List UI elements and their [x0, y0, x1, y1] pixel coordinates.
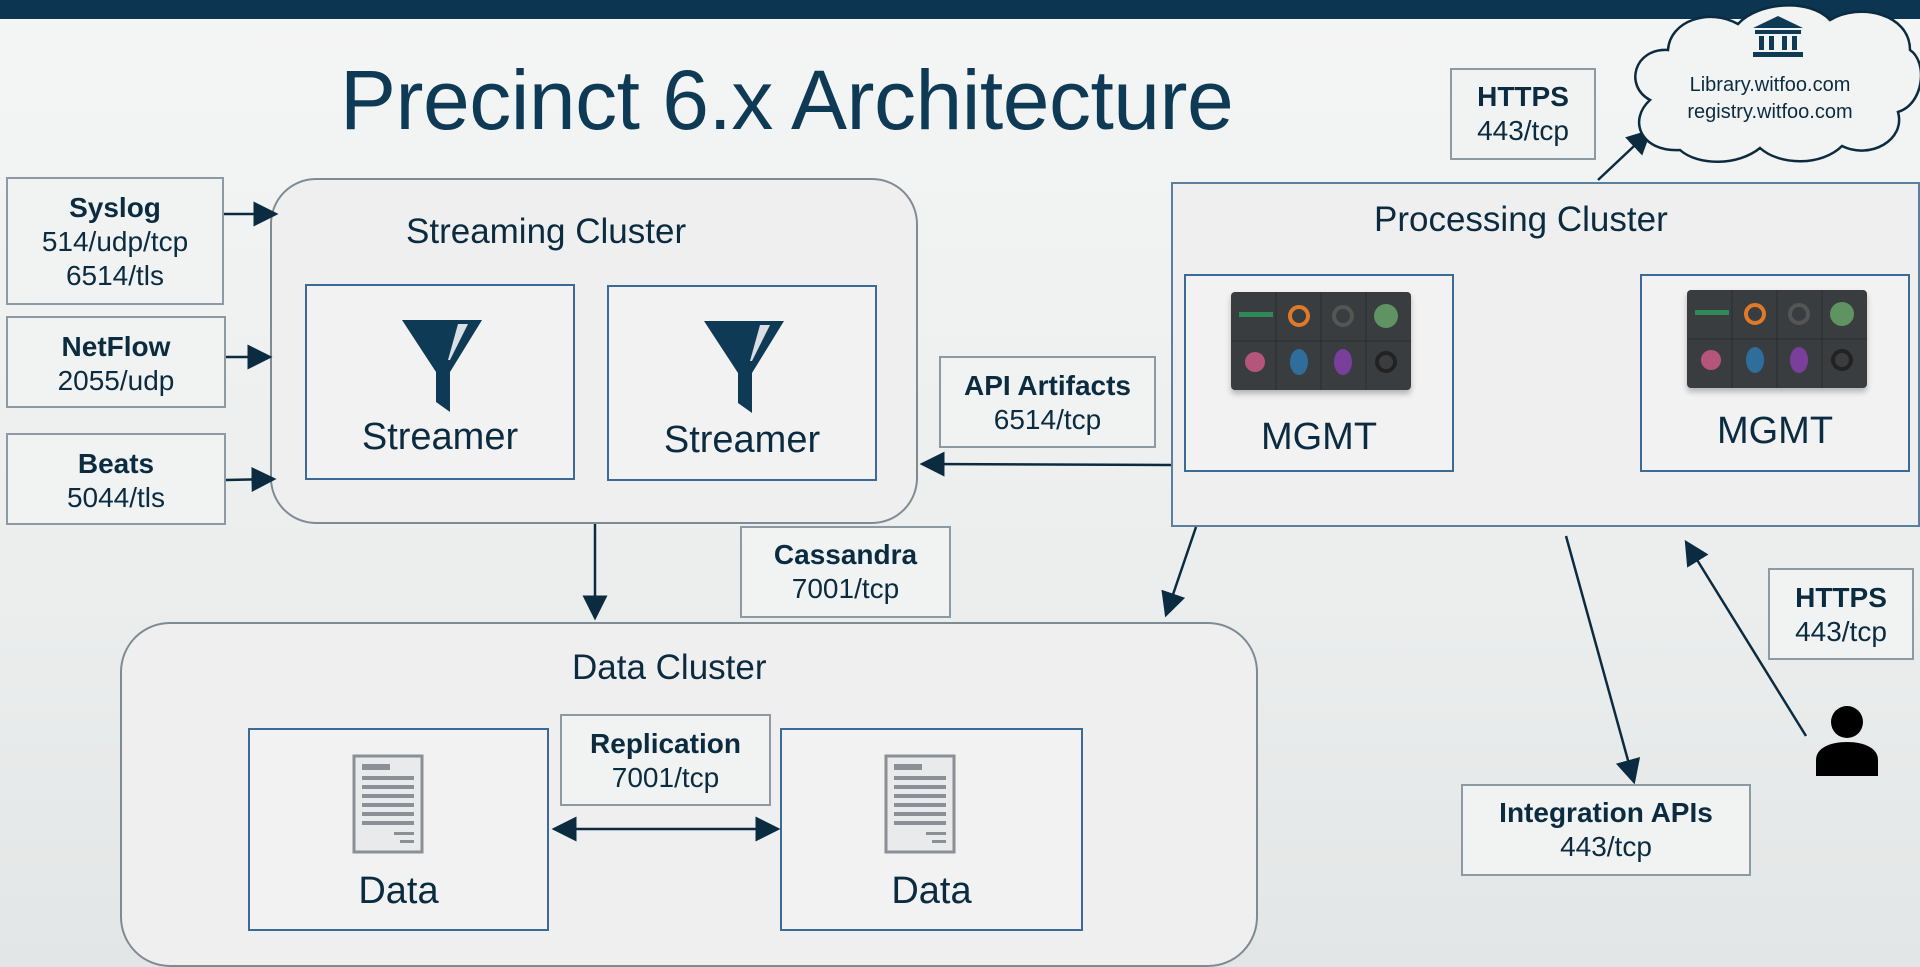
https-top-label: HTTPS 443/tcp — [1450, 68, 1596, 160]
user-to-processing-arrow — [1684, 539, 1808, 737]
processing-to-cloud-arrow — [1597, 129, 1652, 181]
mgmt-label: MGMT — [1260, 416, 1378, 458]
streamer-node-2: Streamer — [607, 285, 877, 481]
beats-arrow — [225, 466, 277, 492]
processing-to-data-arrow — [1161, 526, 1198, 618]
netflow-label: NetFlow 2055/udp — [6, 316, 226, 408]
api-artifacts-arrow — [919, 451, 1172, 477]
funnel-icon — [402, 320, 482, 412]
cassandra-label: Cassandra 7001/tcp — [740, 526, 951, 618]
beats-label: Beats 5044/tls — [6, 433, 226, 525]
mgmt-node-2: MGMT — [1640, 274, 1910, 472]
mgmt-label: MGMT — [1716, 410, 1834, 452]
streamer-node-1: Streamer — [305, 284, 575, 480]
data-label: Data — [358, 870, 439, 912]
dashboard-thumbnail — [1687, 290, 1867, 388]
cloud-host-registry: registry.witfoo.com — [1687, 101, 1853, 123]
cloud-host-library: Library.witfoo.com — [1689, 74, 1851, 96]
dashboard-thumbnail — [1231, 292, 1411, 390]
replication-label: Replication 7001/tcp — [560, 714, 771, 806]
processing-to-integration-arrow — [1564, 535, 1641, 785]
data-node-2: Data — [780, 728, 1083, 931]
funnel-icon — [704, 321, 784, 413]
integration-apis-label: Integration APIs 443/tcp — [1461, 784, 1751, 876]
streamer-label: Streamer — [663, 419, 821, 461]
person-icon — [1816, 706, 1878, 776]
streaming-cluster-title: Streaming Cluster — [406, 212, 687, 251]
top-bar — [0, 0, 1920, 19]
processing-cluster-title: Processing Cluster — [1374, 200, 1668, 239]
page-title: Precinct 6.x Architecture — [340, 53, 1234, 147]
cloud-shape — [1634, 4, 1920, 163]
https-user-label: HTTPS 443/tcp — [1768, 568, 1914, 660]
cloud-hosts: Library.witfoo.com registry.witfoo.com — [1640, 72, 1900, 126]
data-cluster-title: Data Cluster — [572, 648, 767, 687]
library-building-icon — [1753, 16, 1803, 57]
data-label: Data — [891, 870, 972, 912]
syslog-label: Syslog 514/udp/tcp 6514/tls — [6, 177, 224, 305]
mgmt-node-1: MGMT — [1184, 274, 1454, 472]
streamer-label: Streamer — [361, 416, 519, 458]
data-node-1: Data — [248, 728, 549, 931]
api-artifacts-label: API Artifacts 6514/tcp — [939, 356, 1156, 448]
document-icon — [884, 754, 956, 854]
document-icon — [352, 754, 424, 854]
